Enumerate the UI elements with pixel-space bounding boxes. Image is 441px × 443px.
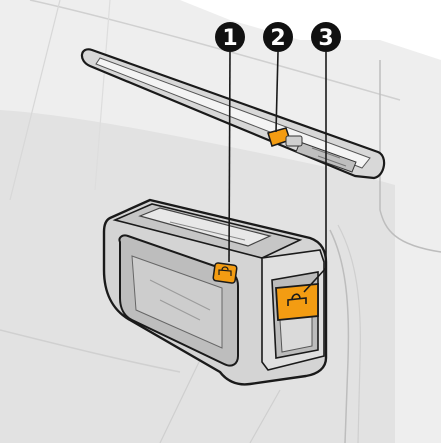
trim-sensor-button[interactable] bbox=[267, 127, 303, 147]
callout-3: 3 bbox=[311, 22, 341, 52]
callout-2-label: 2 bbox=[270, 26, 285, 51]
callout-1-label: 1 bbox=[222, 26, 237, 51]
lock-icon bbox=[287, 293, 307, 306]
callout-1: 1 bbox=[215, 22, 245, 52]
lock-button[interactable] bbox=[275, 283, 319, 321]
callout-2: 2 bbox=[263, 22, 293, 52]
handle-sensor-button[interactable] bbox=[212, 262, 238, 284]
callout-leaders bbox=[228, 51, 327, 293]
callout-3-label: 3 bbox=[318, 26, 333, 51]
